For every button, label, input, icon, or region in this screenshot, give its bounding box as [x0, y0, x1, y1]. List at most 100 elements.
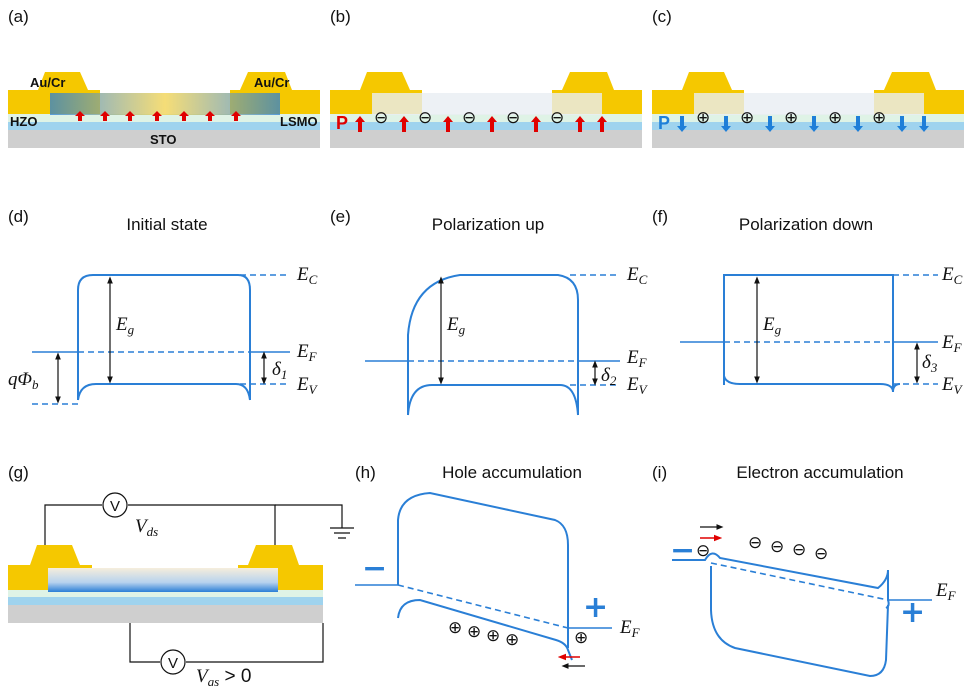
- label-ef: EF: [296, 341, 318, 364]
- svg-text:⊖: ⊖: [792, 540, 806, 560]
- channel: [50, 93, 280, 115]
- lsmo-layer: [652, 122, 964, 130]
- label-sto: STO: [150, 132, 177, 147]
- voltmeter-ds: [102, 492, 128, 518]
- lsmo-layer: [8, 122, 320, 130]
- label-qphib: qΦb: [8, 369, 39, 392]
- label-ev: EV: [296, 374, 319, 397]
- polarization-arrows-b: [355, 116, 607, 132]
- valence-band: [397, 598, 573, 661]
- svg-text:⊕: ⊕: [784, 108, 798, 128]
- voltmeter-gs: [160, 649, 186, 675]
- label-ec: EC: [626, 264, 648, 287]
- panel-label-d: (d): [8, 207, 29, 226]
- polarization-arrows-c: [677, 116, 929, 132]
- plus-sign-h: +: [583, 590, 608, 625]
- label-eg: Eg: [115, 314, 135, 337]
- device-c: P ⊕ ⊕ ⊕ ⊕ ⊕: [652, 72, 964, 148]
- hzo-layer: [330, 114, 642, 122]
- sto-substrate: [330, 130, 642, 148]
- conduction-band: [723, 274, 901, 393]
- svg-text:⊖: ⊖: [748, 533, 762, 553]
- valence-band: [723, 375, 894, 393]
- svg-text:⊖: ⊖: [550, 108, 564, 128]
- conduction-band: [407, 274, 579, 415]
- label-ec: EC: [941, 264, 963, 287]
- svg-text:⊖: ⊖: [770, 537, 784, 557]
- circuit-wires: [44, 504, 354, 663]
- title-h: Hole accumulation: [442, 463, 582, 482]
- label-ev: EV: [941, 374, 964, 397]
- band-diagram-i: Electron accumulation − + ⊖ ⊖ ⊖ ⊖ ⊖ EF: [670, 463, 957, 678]
- title-f: Polarization down: [739, 215, 873, 234]
- hzo-layer: [8, 114, 320, 122]
- band-diagram-d: Initial state Eg EC EF EV δ1 qΦb: [8, 215, 319, 405]
- panel-label-g: (g): [8, 463, 29, 482]
- lsmo-layer: [330, 122, 642, 130]
- minus-sign-h: −: [362, 551, 387, 586]
- label-delta3: δ3: [922, 352, 938, 375]
- label-hzo: HZO: [10, 114, 37, 129]
- svg-text:⊕: ⊕: [740, 108, 754, 128]
- polarization-label-c: P: [658, 113, 670, 133]
- channel: [694, 93, 924, 115]
- label-vgs: Vgs > 0: [196, 666, 251, 686]
- svg-text:V: V: [110, 498, 120, 515]
- svg-text:⊕: ⊕: [574, 628, 588, 648]
- band-diagram-e: Polarization up Eg EC EF EV δ2: [365, 215, 649, 416]
- svg-text:⊖: ⊖: [814, 544, 828, 564]
- band-diagram-f: Polarization down Eg EC EF EV δ3: [680, 215, 964, 397]
- electrons-i: ⊖ ⊖ ⊖ ⊖ ⊖: [696, 533, 828, 564]
- svg-text:⊕: ⊕: [448, 618, 462, 638]
- svg-text:⊕: ⊕: [872, 108, 886, 128]
- panel-label-b: (b): [330, 7, 351, 26]
- label-delta1: δ1: [272, 359, 287, 382]
- label-lsmo: LSMO: [280, 114, 318, 129]
- svg-text:⊖: ⊖: [506, 108, 520, 128]
- channel: [48, 568, 278, 592]
- svg-text:⊖: ⊖: [462, 108, 476, 128]
- sto-substrate: [8, 130, 320, 148]
- svg-text:⊖: ⊖: [696, 541, 710, 561]
- valence-band: [77, 383, 251, 401]
- panel-label-e: (e): [330, 207, 351, 226]
- conduction-band: [397, 491, 569, 648]
- label-eg: Eg: [762, 314, 782, 337]
- label-ef: EF: [619, 617, 641, 640]
- svg-text:⊕: ⊕: [696, 108, 710, 128]
- polarization-label-b: P: [336, 113, 348, 133]
- label-vds: Vds: [135, 516, 158, 539]
- holes-h: ⊕ ⊕ ⊕ ⊕ ⊕: [448, 618, 588, 650]
- svg-text:⊕: ⊕: [486, 626, 500, 646]
- label-eg: Eg: [446, 314, 466, 337]
- svg-text:⊕: ⊕: [505, 630, 519, 650]
- svg-text:⊖: ⊖: [418, 108, 432, 128]
- panel-label-f: (f): [652, 207, 668, 226]
- label-ec: EC: [296, 264, 318, 287]
- label-ef: EF: [941, 332, 963, 355]
- hzo-layer: [652, 114, 964, 122]
- holes-c: ⊕ ⊕ ⊕ ⊕ ⊕: [696, 108, 886, 128]
- panel-label-c: (c): [652, 7, 672, 26]
- sto-substrate: [652, 130, 964, 148]
- device-g: V V Vds Vgs > 0: [8, 492, 354, 686]
- svg-text:⊕: ⊕: [467, 622, 481, 642]
- label-ef: EF: [935, 580, 957, 603]
- label-ev: EV: [626, 374, 649, 397]
- band-diagram-h: Hole accumulation − + ⊕ ⊕ ⊕ ⊕ ⊕ EF: [355, 463, 641, 669]
- title-i: Electron accumulation: [736, 463, 903, 482]
- device-a: Au/Cr Au/Cr HZO LSMO STO: [8, 72, 320, 148]
- sto-substrate: [8, 605, 323, 623]
- label-electrode-left: Au/Cr: [30, 75, 65, 90]
- title-e: Polarization up: [432, 215, 544, 234]
- plus-sign-i: +: [900, 595, 925, 630]
- panel-label-h: (h): [355, 463, 376, 482]
- channel: [372, 93, 602, 115]
- title-d: Initial state: [126, 215, 207, 234]
- svg-text:⊕: ⊕: [828, 108, 842, 128]
- panel-label-i: (i): [652, 463, 667, 482]
- lsmo-layer: [8, 597, 323, 605]
- polarization-arrows-a: [75, 111, 241, 121]
- svg-text:⊖: ⊖: [374, 108, 388, 128]
